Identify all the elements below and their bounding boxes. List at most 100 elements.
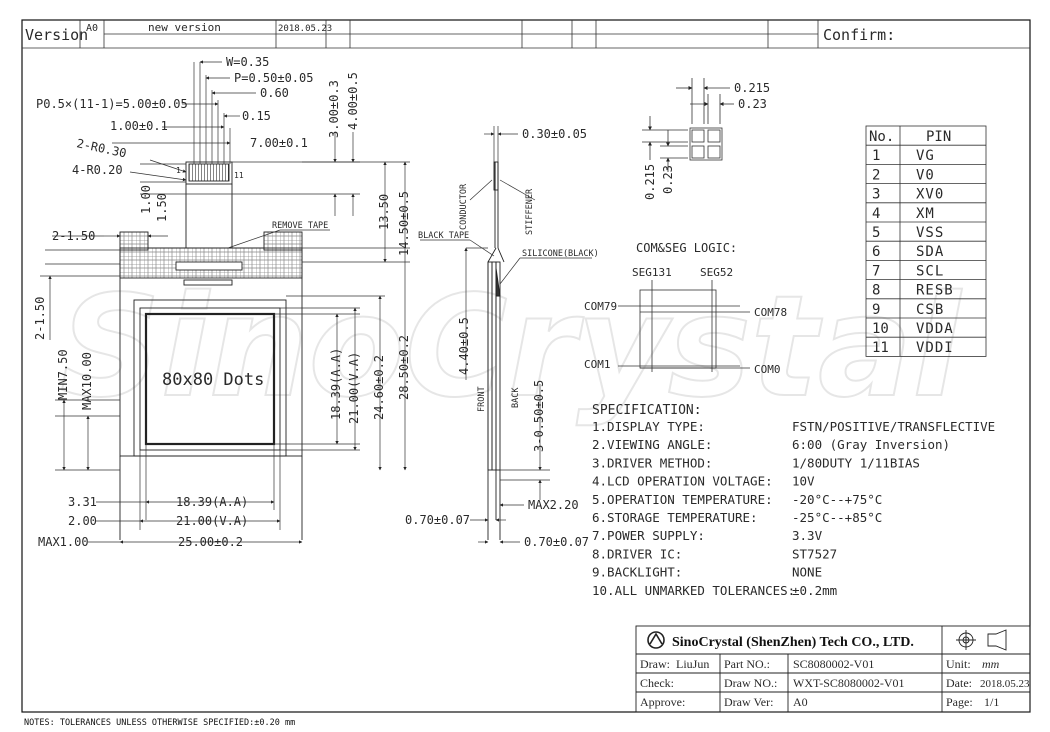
- pin-1-mark: 1: [176, 166, 181, 175]
- tb-draw-val: LiuJun: [676, 657, 709, 671]
- silicone-label: SILICONE(BLACK): [522, 249, 599, 259]
- dim-v2850: 28.50±0.2: [397, 335, 411, 400]
- title-block: [635, 625, 1031, 713]
- com1-label: COM1: [584, 358, 611, 371]
- tb-date-val: 2018.05.23: [980, 678, 1030, 690]
- com79-label: COM79: [584, 300, 617, 313]
- spec-item-label: 2.VIEWING ANGLE:: [592, 437, 712, 452]
- spec-item-value: ±0.2mm: [792, 583, 837, 598]
- pin-11-mark: 11: [234, 171, 244, 180]
- sheet-border: [21, 19, 1031, 713]
- dim-100: 1.00±0.1: [110, 119, 168, 133]
- front-view: [119, 161, 303, 540]
- tb-page-val: 1/1: [984, 695, 999, 709]
- com0-label: COM0: [754, 363, 781, 376]
- pixel-dim-023-h: 0.23: [738, 97, 767, 111]
- tb-drawver-label: Draw Ver:: [724, 695, 773, 709]
- side-dim-3050: 3-0.50±0.5: [532, 380, 546, 452]
- pin-row-no: 7: [872, 263, 880, 279]
- side-dim-440: 4.40±0.5: [457, 317, 471, 375]
- dim-v2100: 21.00(V.A): [347, 352, 361, 424]
- com78-label: COM78: [754, 306, 787, 319]
- dim-max100: MAX1.00: [38, 535, 89, 549]
- dim-400: 4.00±0.5: [346, 72, 360, 130]
- spec-title: SPECIFICATION:: [592, 403, 702, 418]
- dim-v150: 1.50: [155, 193, 169, 222]
- dim-200: 2.00: [68, 514, 97, 528]
- stiffener-label: STIFFENER: [525, 188, 535, 235]
- spec-item-value: NONE: [792, 565, 822, 580]
- rev-date: 2018.05.23: [278, 24, 332, 34]
- seg52-label: SEG52: [700, 266, 733, 279]
- spec-item-value: FSTN/POSITIVE/TRANSFLECTIVE: [792, 419, 995, 434]
- spec-item-value: ST7527: [792, 546, 837, 561]
- watermark: SinoCrystal: [60, 266, 962, 429]
- pin-header-no: No.: [869, 129, 894, 145]
- pin-row-name: VDDA: [916, 321, 954, 337]
- front-dimensions: [40, 60, 410, 544]
- dim-max1000: MAX10.00: [80, 352, 94, 410]
- dim-v100: 1.00: [139, 185, 153, 214]
- spec-item-label: 1.DISPLAY TYPE:: [592, 419, 705, 434]
- side-dim-070a: 0.70±0.07: [405, 513, 470, 527]
- tolerance-note: NOTES: TOLERANCES UNLESS OTHERWISE SPECI…: [24, 718, 296, 728]
- logic-title: COM&SEG LOGIC:: [636, 241, 737, 255]
- pin-row-no: 8: [872, 283, 880, 299]
- dim-h2500: 25.00±0.2: [178, 535, 243, 549]
- com-seg-logic: [618, 280, 750, 372]
- pin-row-no: 9: [872, 302, 880, 318]
- front-label: FRONT: [477, 386, 487, 412]
- pin-row-no: 3: [872, 187, 880, 203]
- spec-item-label: 8.DRIVER IC:: [592, 546, 682, 561]
- pin-row-name: CSB: [916, 302, 944, 318]
- revision-table: [22, 20, 1030, 49]
- spec-item-label: 3.DRIVER METHOD:: [592, 455, 712, 470]
- side-dim-030: 0.30±0.05: [522, 127, 587, 141]
- dim-min750: MIN7.50: [56, 349, 70, 400]
- pin-row-no: 11: [872, 340, 889, 356]
- pixel-detail: [642, 78, 734, 172]
- spec-item-value: 1/80DUTY 1/11BIAS: [792, 455, 920, 470]
- dim-p: P=0.50±0.05: [234, 71, 313, 85]
- tb-unit-label: Unit:: [946, 657, 971, 671]
- pin-row-name: RESB: [916, 283, 954, 299]
- dim-h2100: 21.00(V.A): [176, 514, 248, 528]
- pin-row-no: 2: [872, 167, 880, 183]
- spec-item-value: -20°C--+75°C: [792, 492, 882, 507]
- pin-row-name: SCL: [916, 263, 944, 279]
- tb-drawno-label: Draw NO.:: [724, 676, 777, 690]
- dim-r020: 4-R0.20: [72, 163, 123, 177]
- spec-item-label: 10.ALL UNMARKED TOLERANCES:: [592, 583, 795, 598]
- conductor-label: CONDUCTOR: [459, 183, 469, 230]
- spec-item-label: 7.POWER SUPPLY:: [592, 528, 705, 543]
- pixel-dim-023-v: 0.23: [661, 165, 675, 194]
- spec-item-label: 5.OPERATION TEMPERATURE:: [592, 492, 773, 507]
- confirm-label: Confirm:: [823, 26, 895, 44]
- tb-part-label: Part NO.:: [724, 657, 770, 671]
- dim-2-150-v: 2-1.50: [33, 297, 47, 340]
- tb-check-label: Check:: [640, 676, 674, 690]
- tb-drawver-val: A0: [793, 695, 808, 709]
- dim-v2460: 24.60±0.2: [372, 355, 386, 420]
- pin-row-name: VSS: [916, 225, 944, 241]
- dim-015: 0.15: [242, 109, 271, 123]
- pin-row-no: 10: [872, 321, 889, 337]
- pin-row-no: 6: [872, 244, 880, 260]
- pixel-dim-0215-h: 0.215: [734, 81, 770, 95]
- spec-item-value: -25°C--+85°C: [792, 510, 882, 525]
- side-dim-070b: 0.70±0.07: [524, 535, 589, 549]
- dim-p05: P0.5×(11-1)=5.00±0.05: [36, 97, 188, 111]
- company-name: SinoCrystal (ShenZhen) Tech CO., LTD.: [672, 635, 914, 650]
- side-view: [487, 161, 505, 540]
- spec-item-value: 10V: [792, 474, 815, 489]
- tb-page-label: Page:: [946, 695, 973, 709]
- dim-1350: 13.50: [377, 194, 391, 230]
- pixel-dim-0215-v: 0.215: [643, 164, 657, 200]
- version-label: Version: [25, 26, 88, 44]
- dim-w: W=0.35: [226, 55, 269, 69]
- dim-v1839: 18.39(A.A): [329, 348, 343, 420]
- spec-item-value: 6:00 (Gray Inversion): [792, 437, 950, 452]
- pin-row-name: XV0: [916, 187, 944, 203]
